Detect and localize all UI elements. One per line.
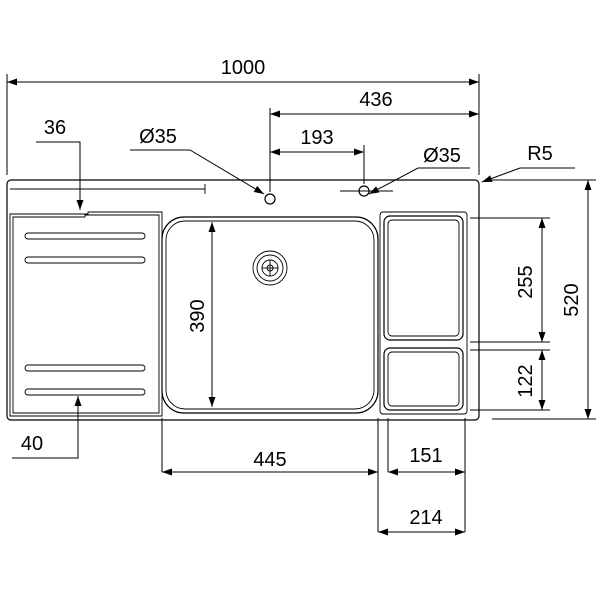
drainer-groove bbox=[24, 364, 146, 372]
leader-hole-right bbox=[368, 167, 470, 195]
bowl-inner-outline bbox=[165, 220, 375, 410]
label-corner-radius: R5 bbox=[527, 143, 553, 165]
label-compartment-width: 151 bbox=[409, 445, 442, 467]
drain-icon bbox=[252, 250, 288, 286]
label-overall-width: 1000 bbox=[221, 57, 266, 79]
label-compartment-upper: 255 bbox=[515, 265, 537, 298]
drainer-outline bbox=[9, 211, 163, 417]
main-bowl bbox=[161, 216, 379, 414]
label-compartment-lower: 122 bbox=[515, 364, 537, 397]
tap-hole-left bbox=[264, 193, 276, 205]
label-bowl-depth: 390 bbox=[187, 299, 209, 332]
drainer-groove bbox=[24, 232, 146, 240]
label-bowl-width: 445 bbox=[253, 449, 286, 471]
bowl-outline bbox=[161, 216, 379, 414]
compartment-upper bbox=[383, 215, 464, 341]
leader-drainer-edge bbox=[36, 141, 84, 210]
label-hole-left: Ø35 bbox=[139, 126, 177, 148]
label-tap-offset: 436 bbox=[359, 89, 392, 111]
extension-lines bbox=[6, 74, 596, 532]
label-hole-right: Ø35 bbox=[423, 145, 461, 167]
label-drainer-bottom: 40 bbox=[21, 433, 43, 455]
leader-drainer-bottom bbox=[12, 396, 82, 459]
drainer-groove bbox=[24, 388, 146, 396]
label-side-zone-width: 214 bbox=[409, 507, 442, 529]
leader-hole-left bbox=[130, 149, 265, 195]
label-hole-spacing: 193 bbox=[300, 127, 333, 149]
label-drainer-edge: 36 bbox=[44, 117, 66, 139]
right-compartments bbox=[379, 211, 468, 415]
leader-radius bbox=[481, 167, 575, 183]
drainer-grooves bbox=[24, 232, 146, 396]
label-overall-depth: 520 bbox=[561, 283, 583, 316]
compartment-upper-inner bbox=[387, 219, 460, 337]
tap-holes bbox=[10, 184, 393, 205]
compartment-frame bbox=[379, 211, 468, 415]
drainer-inner-outline bbox=[12, 214, 160, 414]
compartment-lower-inner bbox=[387, 351, 460, 407]
drainer-groove bbox=[24, 256, 146, 264]
compartment-lower bbox=[383, 347, 464, 411]
sink-body bbox=[6, 179, 480, 421]
sink-outer-outline bbox=[6, 179, 480, 421]
